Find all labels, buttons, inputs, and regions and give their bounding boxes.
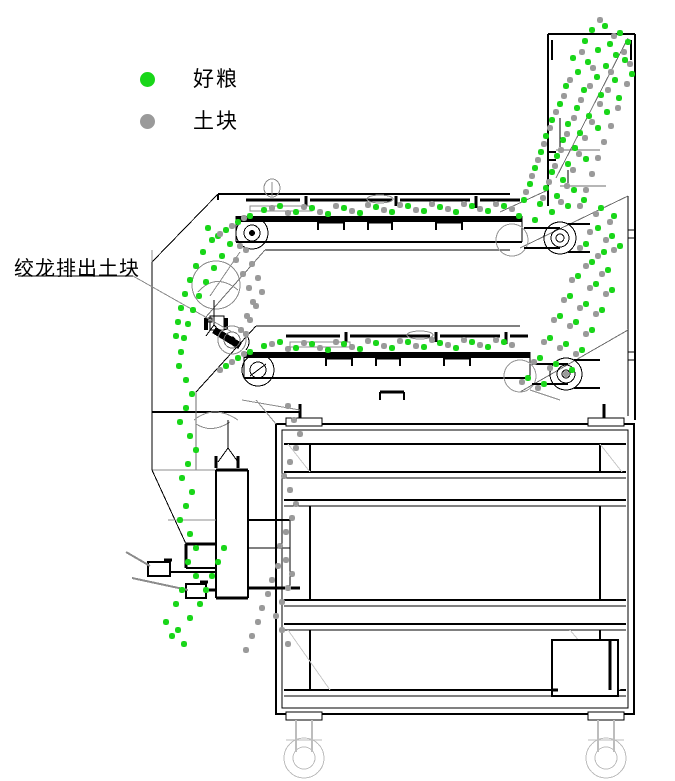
legend-label-clod: 土块 <box>193 108 239 133</box>
gray-dot-icon <box>140 113 155 129</box>
legend-item-grain: 好粮 <box>140 58 239 100</box>
legend: 好粮 土块 <box>140 58 239 142</box>
auger-upper <box>191 260 241 310</box>
inlet-hopper <box>547 33 636 187</box>
green-dot-icon <box>140 71 155 87</box>
legend-item-clod: 土块 <box>140 100 239 142</box>
annotation-auger-discharge: 绞龙排出土块 <box>14 256 140 280</box>
caster-wheels <box>283 720 627 779</box>
auger-lower <box>193 411 240 468</box>
annotation-leader-line <box>18 275 233 333</box>
discharge-housing <box>125 412 300 600</box>
auger-discharge-assembly <box>204 300 250 355</box>
clod-particles <box>216 16 634 654</box>
right-wall-panel <box>627 186 636 420</box>
lower-conveyor <box>241 330 600 400</box>
grain-particles <box>162 22 636 648</box>
upper-conveyor <box>235 178 590 257</box>
base-frame <box>275 404 635 721</box>
legend-label-grain: 好粮 <box>193 66 239 91</box>
